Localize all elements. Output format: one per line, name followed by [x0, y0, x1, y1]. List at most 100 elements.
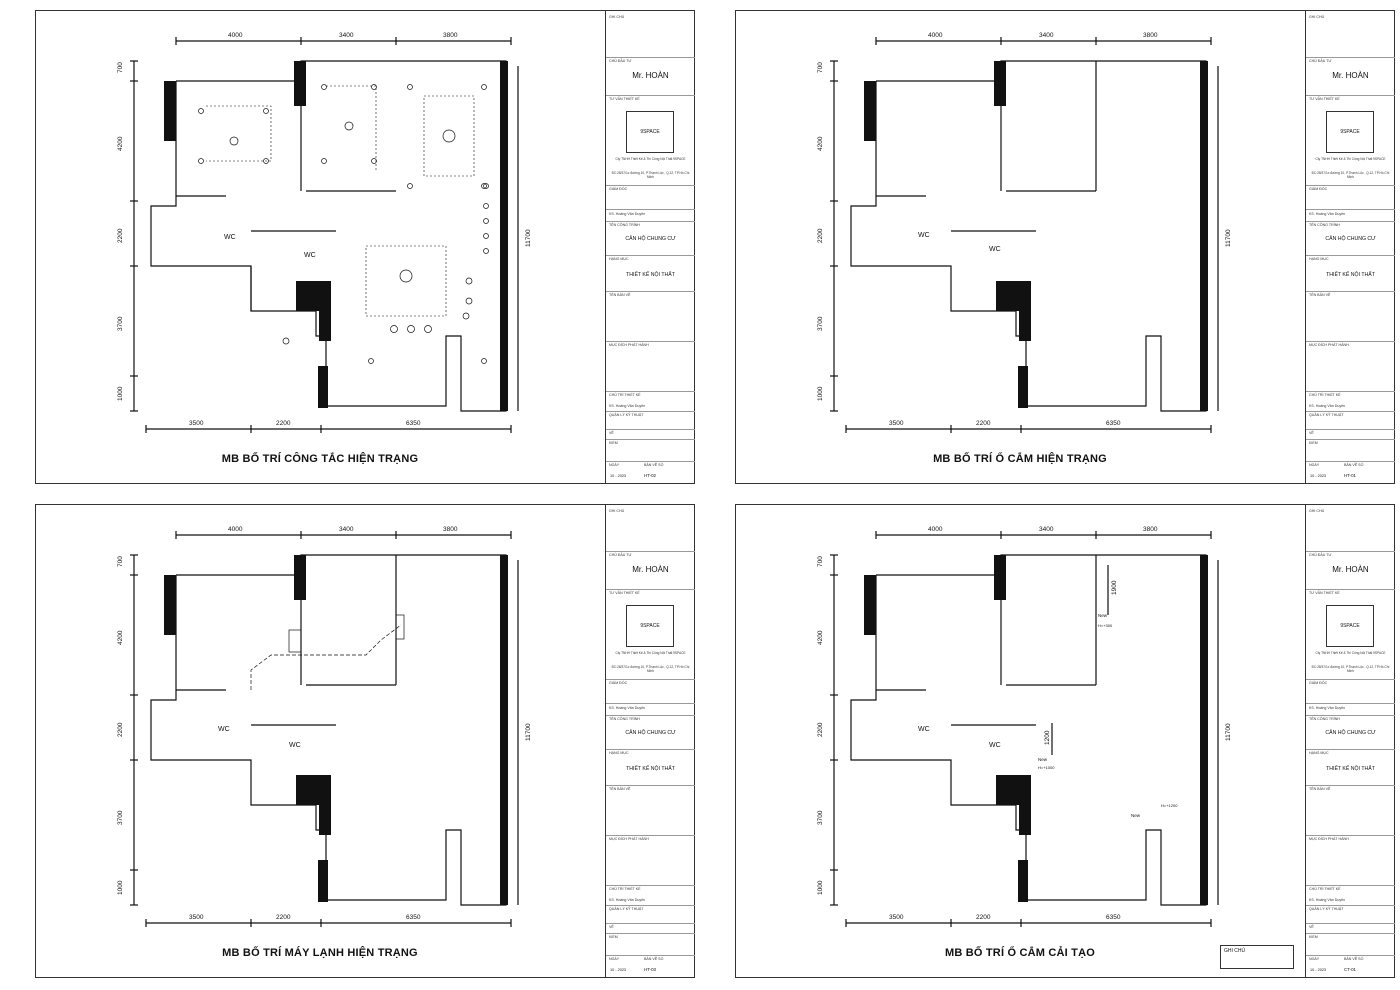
dim-bottom-1: 3500: [889, 420, 904, 427]
dim-left-3: 2200: [117, 228, 124, 243]
tb-giam-doc: GIÁM ĐỐC: [1309, 187, 1328, 191]
dim-left-1: 700: [817, 556, 824, 567]
dim-top-1: 4000: [228, 526, 243, 533]
tb-company: Cty TNHH Thiết Kế & Thi Công Nội Thất 9S…: [615, 157, 686, 161]
dim-bottom-3: 6350: [1106, 914, 1121, 921]
tb-chu-tri: CHỦ TRÌ THIẾT KẾ: [609, 887, 641, 891]
title-block: GHI CHÚ CHỦ ĐẦU TƯ Mr. HOÀN TƯ VẤN THIẾT…: [605, 11, 695, 483]
tb-muc-dich: MỤC ĐÍCH PHÁT HÀNH: [609, 837, 649, 841]
tb-kiem: KIỂM: [1309, 441, 1318, 445]
dim-left-5: 1000: [817, 880, 824, 895]
dim-bottom-3: 6350: [406, 420, 421, 427]
tb-address: ĐC:28/37/1c đường 10, P.Thạnh Lộc , Q.12…: [1311, 171, 1390, 180]
tb-ban-ve-so: BẢN VẼ SỐ: [1344, 957, 1364, 961]
floor-plan: WC WC 1900 1200 New H=+300 New H=+1000 N…: [736, 505, 1304, 977]
tb-project: CĂN HỘ CHUNG CƯ: [625, 730, 676, 736]
sheet-may-lanh-hien-trang: WC WC 4000 3400 3800 3500 2200 6350 700 …: [35, 504, 695, 978]
tb-ban-ve-so: BẢN VẼ SỐ: [644, 463, 664, 467]
tb-client: Mr. HOÀN: [632, 71, 669, 80]
dim-top-2: 3400: [339, 526, 354, 533]
dim-left-4: 3700: [117, 316, 124, 331]
room-wc-1: WC: [224, 234, 236, 241]
dim-top-3: 3800: [443, 32, 458, 39]
tb-logo: 9SPACE: [626, 605, 674, 647]
tb-muc-dich: MỤC ĐÍCH PHÁT HÀNH: [1309, 837, 1349, 841]
tb-giam-doc-name: KS. Hoàng Văn Duyên: [609, 706, 646, 710]
tb-scope: THIẾT KẾ NỘI THẤT: [1326, 766, 1375, 772]
tb-address: ĐC:28/37/1c đường 10, P.Thạnh Lộc , Q.12…: [611, 171, 690, 180]
tb-date: 10 - 2023: [1310, 968, 1327, 972]
tb-scope: THIẾT KẾ NỘI THẤT: [626, 766, 675, 772]
tb-quan-ly: QUẢN LÝ KỸ THUẬT: [1309, 413, 1344, 417]
tb-code: HT-03: [644, 967, 656, 972]
dim-left-5: 1000: [817, 386, 824, 401]
tb-company: Cty TNHH Thiết Kế & Thi Công Nội Thất 9S…: [615, 651, 686, 655]
tb-hang-muc: HẠNG MỤC: [609, 751, 629, 755]
tb-muc-dich: MỤC ĐÍCH PHÁT HÀNH: [609, 343, 649, 347]
tb-ngay: NGÀY: [609, 463, 620, 467]
room-wc-2: WC: [289, 742, 301, 749]
dim-left-5: 1000: [117, 386, 124, 401]
tb-ngay: NGÀY: [609, 957, 620, 961]
tb-logo: 9SPACE: [1326, 111, 1374, 153]
tb-logo: 9SPACE: [626, 111, 674, 153]
dim-bottom-1: 3500: [189, 420, 204, 427]
tb-ten-ban-ve: TÊN BẢN VẼ: [1309, 293, 1331, 297]
tb-ve: VẼ: [609, 925, 614, 929]
tb-hang-muc: HẠNG MỤC: [1309, 751, 1329, 755]
tb-chu-tri: CHỦ TRÌ THIẾT KẾ: [1309, 887, 1341, 891]
floor-plan: WC WC 4000 3400 3800 3500 2200 6350 700 …: [36, 11, 604, 483]
tb-ten-ban-ve: TÊN BẢN VẼ: [1309, 787, 1331, 791]
dim-right: 11700: [525, 229, 532, 247]
floor-plan-drawing: WC WC 4000 3400 3800 3500 2200 6350 700 …: [117, 32, 532, 433]
tb-ten-cong-trinh: TÊN CÔNG TRÌNH: [609, 223, 640, 227]
tb-giam-doc-name: KS. Hoàng Văn Duyên: [1309, 706, 1346, 710]
note-new-1: New: [1098, 613, 1108, 618]
tb-ten-cong-trinh: TÊN CÔNG TRÌNH: [609, 717, 640, 721]
sheet-o-cam-hien-trang: WC WC 4000 3400 3800 3500 2200 6350 700 …: [735, 10, 1395, 484]
tb-address: ĐC:28/37/1c đường 10, P.Thạnh Lộc , Q.12…: [1311, 665, 1390, 674]
tb-giam-doc-name: KS. Hoàng Văn Duyên: [609, 212, 646, 216]
dim-top-1: 4000: [228, 32, 243, 39]
tb-chu-tri-name: KS. Hoàng Văn Duyên: [609, 898, 646, 902]
tb-kiem: KIỂM: [609, 441, 618, 445]
dim-bottom-1: 3500: [189, 914, 204, 921]
tb-ten-ban-ve: TÊN BẢN VẼ: [609, 787, 631, 791]
room-wc-2: WC: [304, 252, 316, 259]
tb-hang-muc: HẠNG MỤC: [609, 257, 629, 261]
tb-kiem: KIỂM: [609, 935, 618, 939]
floor-plan: WC WC 4000 3400 3800 3500 2200 6350 700 …: [736, 11, 1304, 483]
tb-quan-ly: QUẢN LÝ KỸ THUẬT: [1309, 907, 1344, 911]
tb-ten-ban-ve: TÊN BẢN VẼ: [609, 293, 631, 297]
tb-quan-ly: QUẢN LÝ KỸ THUẬT: [609, 907, 644, 911]
dim-top-3: 3800: [443, 526, 458, 533]
tb-date: 10 - 2023: [610, 968, 627, 972]
dim-right: 11700: [525, 723, 532, 741]
tb-scope: THIẾT KẾ NỘI THẤT: [1326, 272, 1375, 278]
tb-project: CĂN HỘ CHUNG CƯ: [1325, 236, 1376, 242]
tb-ve: VẼ: [609, 431, 614, 435]
tb-ten-cong-trinh: TÊN CÔNG TRÌNH: [1309, 223, 1340, 227]
sheet-title: MB BỐ TRÍ Ổ CẮM HIỆN TRẠNG: [933, 453, 1107, 465]
note-new-3: New: [1131, 813, 1141, 818]
tb-chu-dau-tu: CHỦ ĐẦU TƯ: [609, 553, 632, 557]
dim-top-2: 3400: [1039, 32, 1054, 39]
tb-code: HT-02: [644, 473, 656, 478]
tb-client: Mr. HOÀN: [1332, 565, 1369, 574]
tb-ve: VẼ: [1309, 925, 1314, 929]
dim-new-1200: 1200: [1044, 730, 1051, 745]
tb-project: CĂN HỘ CHUNG CƯ: [625, 236, 676, 242]
tb-date: 10 - 2023: [610, 474, 627, 478]
tb-chu-dau-tu: CHỦ ĐẦU TƯ: [609, 59, 632, 63]
tb-scope: THIẾT KẾ NỘI THẤT: [626, 272, 675, 278]
dim-bottom-2: 2200: [276, 914, 291, 921]
tb-ban-ve-so: BẢN VẼ SỐ: [1344, 463, 1364, 467]
tb-tu-van: TƯ VẤN THIẾT KẾ: [609, 97, 640, 101]
dim-bottom-3: 6350: [1106, 420, 1121, 427]
tb-chu-tri-name: KS. Hoàng Văn Duyên: [1309, 898, 1346, 902]
sheet-o-cam-cai-tao: WC WC 1900 1200 New H=+300 New H=+1000 N…: [735, 504, 1395, 978]
sheet-cong-tac-hien-trang: WC WC 4000 3400 3800 3500 2200 6350 700 …: [35, 10, 695, 484]
tb-tu-van: TƯ VẤN THIẾT KẾ: [1309, 97, 1340, 101]
tb-company: Cty TNHH Thiết Kế & Thi Công Nội Thất 9S…: [1315, 157, 1386, 161]
ghi-chu-note-title: GHI CHÚ: [1224, 948, 1246, 954]
